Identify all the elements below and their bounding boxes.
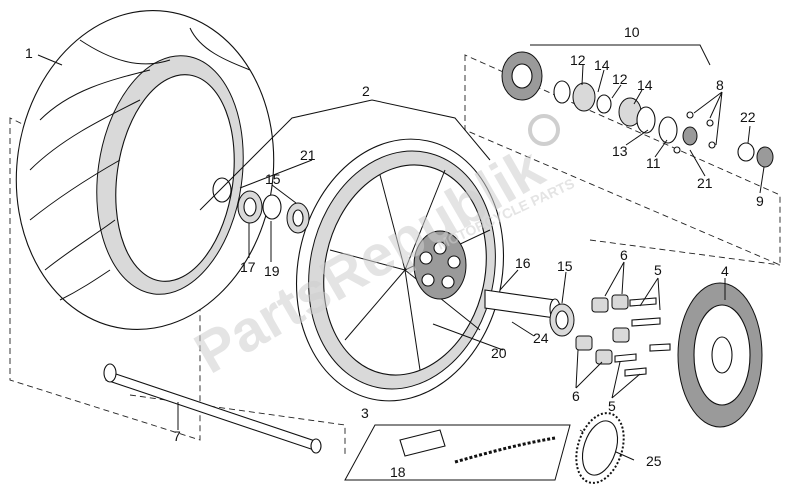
callout-25: 25 [646, 453, 662, 469]
gear-icon [528, 114, 560, 146]
callout-1: 1 [25, 45, 33, 61]
callout-19: 19 [264, 263, 280, 279]
callouts: 1 2 3 4 5 5 6 6 7 8 9 10 11 12 12 13 14 … [25, 24, 764, 480]
callout-24: 24 [533, 330, 549, 346]
callout-8: 8 [716, 77, 724, 93]
callout-12b: 12 [612, 71, 628, 87]
bearing-right [549, 303, 575, 337]
callout-5a: 5 [654, 262, 662, 278]
chain-parts [344, 424, 571, 481]
callout-9: 9 [756, 193, 764, 209]
upper-right-parts [501, 51, 774, 168]
callout-11: 11 [646, 155, 661, 171]
cush-drive-parts [575, 294, 671, 377]
callout-6b: 6 [572, 388, 580, 404]
callout-15a: 15 [265, 171, 281, 187]
sprocket-part [677, 282, 763, 428]
callout-16: 16 [515, 255, 531, 271]
callout-12a: 12 [570, 52, 586, 68]
callout-17: 17 [240, 259, 256, 275]
callout-13: 13 [612, 143, 628, 159]
callout-21b: 21 [697, 175, 713, 191]
spacer-part [484, 289, 561, 320]
callout-18: 18 [390, 464, 406, 480]
callout-22: 22 [740, 109, 756, 125]
callout-21a: 21 [300, 147, 316, 163]
callout-3: 3 [361, 405, 369, 421]
leader-lines [37, 44, 765, 461]
callout-2: 2 [362, 83, 370, 99]
callout-7: 7 [173, 428, 181, 444]
axle-part [103, 363, 322, 454]
tone-ring-part [575, 412, 625, 484]
callout-15b: 15 [557, 258, 573, 274]
callout-20: 20 [491, 345, 507, 361]
callout-14a: 14 [594, 57, 610, 73]
callout-6a: 6 [620, 247, 628, 263]
callout-5b: 5 [608, 398, 616, 414]
callout-10: 10 [624, 24, 640, 40]
callout-14b: 14 [637, 77, 653, 93]
callout-4: 4 [721, 263, 729, 279]
tyre-part [15, 10, 275, 330]
